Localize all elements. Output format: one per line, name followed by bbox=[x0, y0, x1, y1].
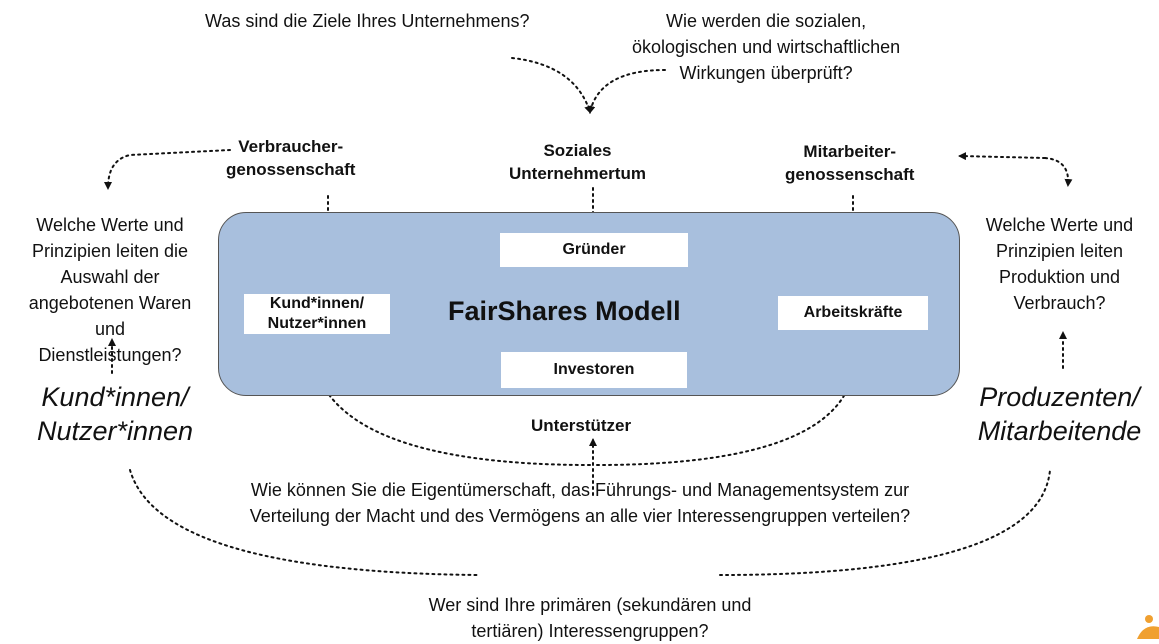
arrow-consumer-coop-left bbox=[104, 149, 231, 190]
arrow-impact bbox=[587, 69, 666, 114]
curve-bottom-left bbox=[129, 469, 479, 576]
box-founder: Gründer bbox=[500, 233, 688, 267]
side-label-customers: Kund*innen/ Nutzer*innen bbox=[36, 382, 194, 446]
question-left-values: Welche Werte und Prinzipien leiten die A… bbox=[28, 215, 192, 365]
arrow-right-bracket bbox=[1044, 157, 1073, 187]
label-consumer-coop: Verbraucher- genossenschaft bbox=[226, 137, 356, 179]
model-title: FairShares Modell bbox=[448, 296, 681, 326]
label-social-enterprise: Soziales Unternehmertum bbox=[509, 141, 646, 183]
curve-bottom-right bbox=[719, 469, 1051, 576]
label-supporters: Unterstützer bbox=[531, 416, 632, 435]
box-customers: Kund*innen/ Nutzer*innen bbox=[244, 294, 390, 334]
question-stakeholders: Wer sind Ihre primären (sekundären und t… bbox=[428, 595, 752, 641]
question-goals: Was sind die Ziele Ihres Unternehmens? bbox=[205, 11, 530, 31]
person-logo-icon bbox=[1137, 615, 1159, 639]
label-worker-coop: Mitarbeiter- genossenschaft bbox=[785, 142, 915, 184]
box-workers: Arbeitskräfte bbox=[778, 296, 928, 330]
side-label-producers: Produzenten/ Mitarbeitende bbox=[977, 382, 1142, 446]
arrow-right-bracket-left bbox=[958, 152, 1046, 161]
box-investors: Investoren bbox=[501, 352, 687, 388]
arrow-goals bbox=[511, 57, 592, 114]
question-ownership: Wie können Sie die Eigentümerschaft, das… bbox=[249, 480, 911, 526]
question-impact: Wie werden die sozialen, ökologischen un… bbox=[632, 11, 901, 83]
question-right-values: Welche Werte und Prinzipien leiten Produ… bbox=[985, 215, 1134, 313]
